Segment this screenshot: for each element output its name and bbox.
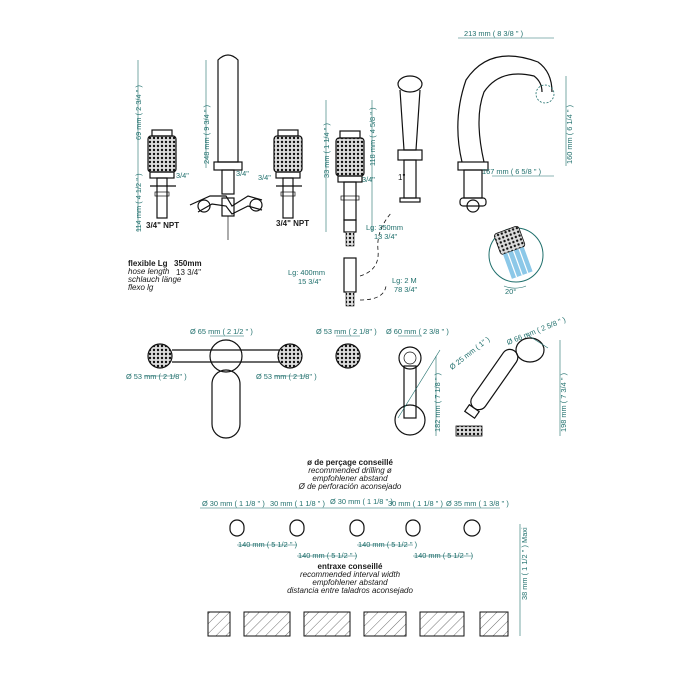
hose-l2: schlauch länge [128, 275, 182, 284]
hose-value: 350mm [174, 259, 202, 268]
dim-33: 33 mm ( 1 1/4 '' ) [322, 123, 331, 178]
thread-right: 3/4" [258, 173, 271, 182]
max-thickness: 38 mm ( 1 1/2 '' ) Maxi [520, 527, 529, 600]
mid-dimension-lines [144, 333, 561, 436]
npt-left: 3/4" NPT [146, 221, 179, 230]
right-handle-side-view [273, 129, 303, 219]
hand-shower-angled [455, 337, 545, 437]
drill-hole-5 [463, 519, 481, 537]
hole-2-dia: 30 mm ( 1 1/8 '' ) [270, 499, 325, 508]
one-inch: 1" [398, 173, 405, 182]
lg400-b: 15 3/4" [298, 277, 322, 286]
spout-top-view [394, 346, 426, 436]
gooseneck-spout-side-view [457, 55, 555, 213]
lg350-b: 13 3/4" [374, 232, 398, 241]
thread-spout: 3/4" [236, 169, 249, 178]
spacing-l3: distancia entre taladros aconsejado [287, 586, 413, 595]
angle-20: 20° [505, 287, 516, 296]
thread-diverter: 3/4" [362, 175, 375, 184]
hole-1-dia: Ø 30 mm ( 1 1/8 '' ) [202, 499, 265, 508]
dim-d53c: Ø 53 mm ( 2 1/8'' ) [316, 327, 377, 336]
spacing-l1: recommended interval width [300, 570, 401, 579]
dim-114: 114 mm ( 4 1/2 '' ) [134, 173, 143, 232]
hole-5-dia: Ø 35 mm ( 1 3/8 '' ) [446, 499, 509, 508]
lg2m-b: 78 3/4" [394, 285, 418, 294]
hole-3-dia: Ø 30 mm ( 1 1/8 '' ) [330, 497, 393, 506]
dim-167: 167 mm ( 6 5/8 '' ) [482, 167, 541, 176]
dim-d66: Ø 66 mm ( 2 5/8 '' ) [505, 315, 567, 347]
drill-hole-4 [405, 519, 421, 537]
spacing-dimension-lines [237, 544, 472, 557]
dim-248: 248 mm ( 9 3/4 '' ) [202, 105, 211, 164]
dim-d60: Ø 60 mm ( 2 3/8 '' ) [386, 327, 449, 336]
npt-right: 3/4" NPT [276, 219, 309, 228]
left-handle-side-view [147, 129, 177, 219]
dim-69: 69 mm ( 2 3/4 '' ) [134, 85, 143, 140]
hose-l1: hose length [128, 267, 170, 276]
mixer-top-view [147, 339, 303, 439]
spacing-1: 140 mm ( 5 1/2 '' ) [238, 540, 297, 549]
drill-l2: empfohlener abstand [312, 474, 388, 483]
diverter-top-view [335, 343, 361, 369]
drill-hole-2 [289, 519, 305, 537]
hose-section [343, 211, 393, 307]
hose-title: flexible Lg [128, 259, 168, 268]
drill-title: ø de perçage conseillé [307, 458, 393, 467]
lg2m-a: Lg: 2 M [392, 276, 417, 285]
spacing-3: 140 mm ( 5 1/2 '' ) [358, 540, 417, 549]
top-dimension-lines [137, 37, 567, 232]
countertop-section [207, 611, 509, 637]
hose-l3: flexo lg [128, 283, 154, 292]
drill-l3: Ø de perforación aconsejado [298, 482, 402, 491]
dim-182: 182 mm ( 7 1/8 '' ) [433, 373, 442, 432]
spacing-l2: empfohlener abstand [312, 578, 388, 587]
spacing-2: 140 mm ( 5 1/2 '' ) [298, 551, 357, 560]
hole-4-dia: 30 mm ( 1 1/8 '' ) [388, 499, 443, 508]
hand-shower-upright [397, 75, 423, 203]
hose-value-in: 13 3/4" [176, 268, 201, 277]
dim-d25: Ø 25 mm ( 1'' ) [448, 335, 492, 372]
dim-118: 118 mm ( 4 5/8 '' ) [368, 107, 377, 166]
drilling-holes [229, 519, 481, 537]
drill-hole-1 [229, 519, 245, 537]
spacing-title: entraxe conseillé [318, 562, 383, 571]
spacing-4: 140 mm ( 5 1/2 '' ) [414, 551, 473, 560]
aerator-detail [488, 225, 544, 289]
dim-d65: Ø 65 mm ( 2 1/2 '' ) [190, 327, 253, 336]
dim-d53a: Ø 53 mm ( 2 1/8'' ) [126, 372, 187, 381]
dim-d53b: Ø 53 mm ( 2 1/8'' ) [256, 372, 317, 381]
dim-160: 160 mm ( 6 1/4 '' ) [565, 105, 574, 164]
dim-198: 198 mm ( 7 3/4 '' ) [559, 373, 568, 432]
spout-side-view [189, 54, 263, 240]
drill-hole-3 [349, 519, 365, 537]
dim-213: 213 mm ( 8 3/8 '' ) [464, 29, 523, 38]
diverter-handle-side-view [335, 130, 365, 247]
thread-left: 3/4" [176, 171, 189, 180]
drill-l1: recommended drilling ø [308, 466, 392, 475]
lg400-a: Lg: 400mm [288, 268, 325, 277]
lg350-a: Lg: 350mm [366, 223, 403, 232]
